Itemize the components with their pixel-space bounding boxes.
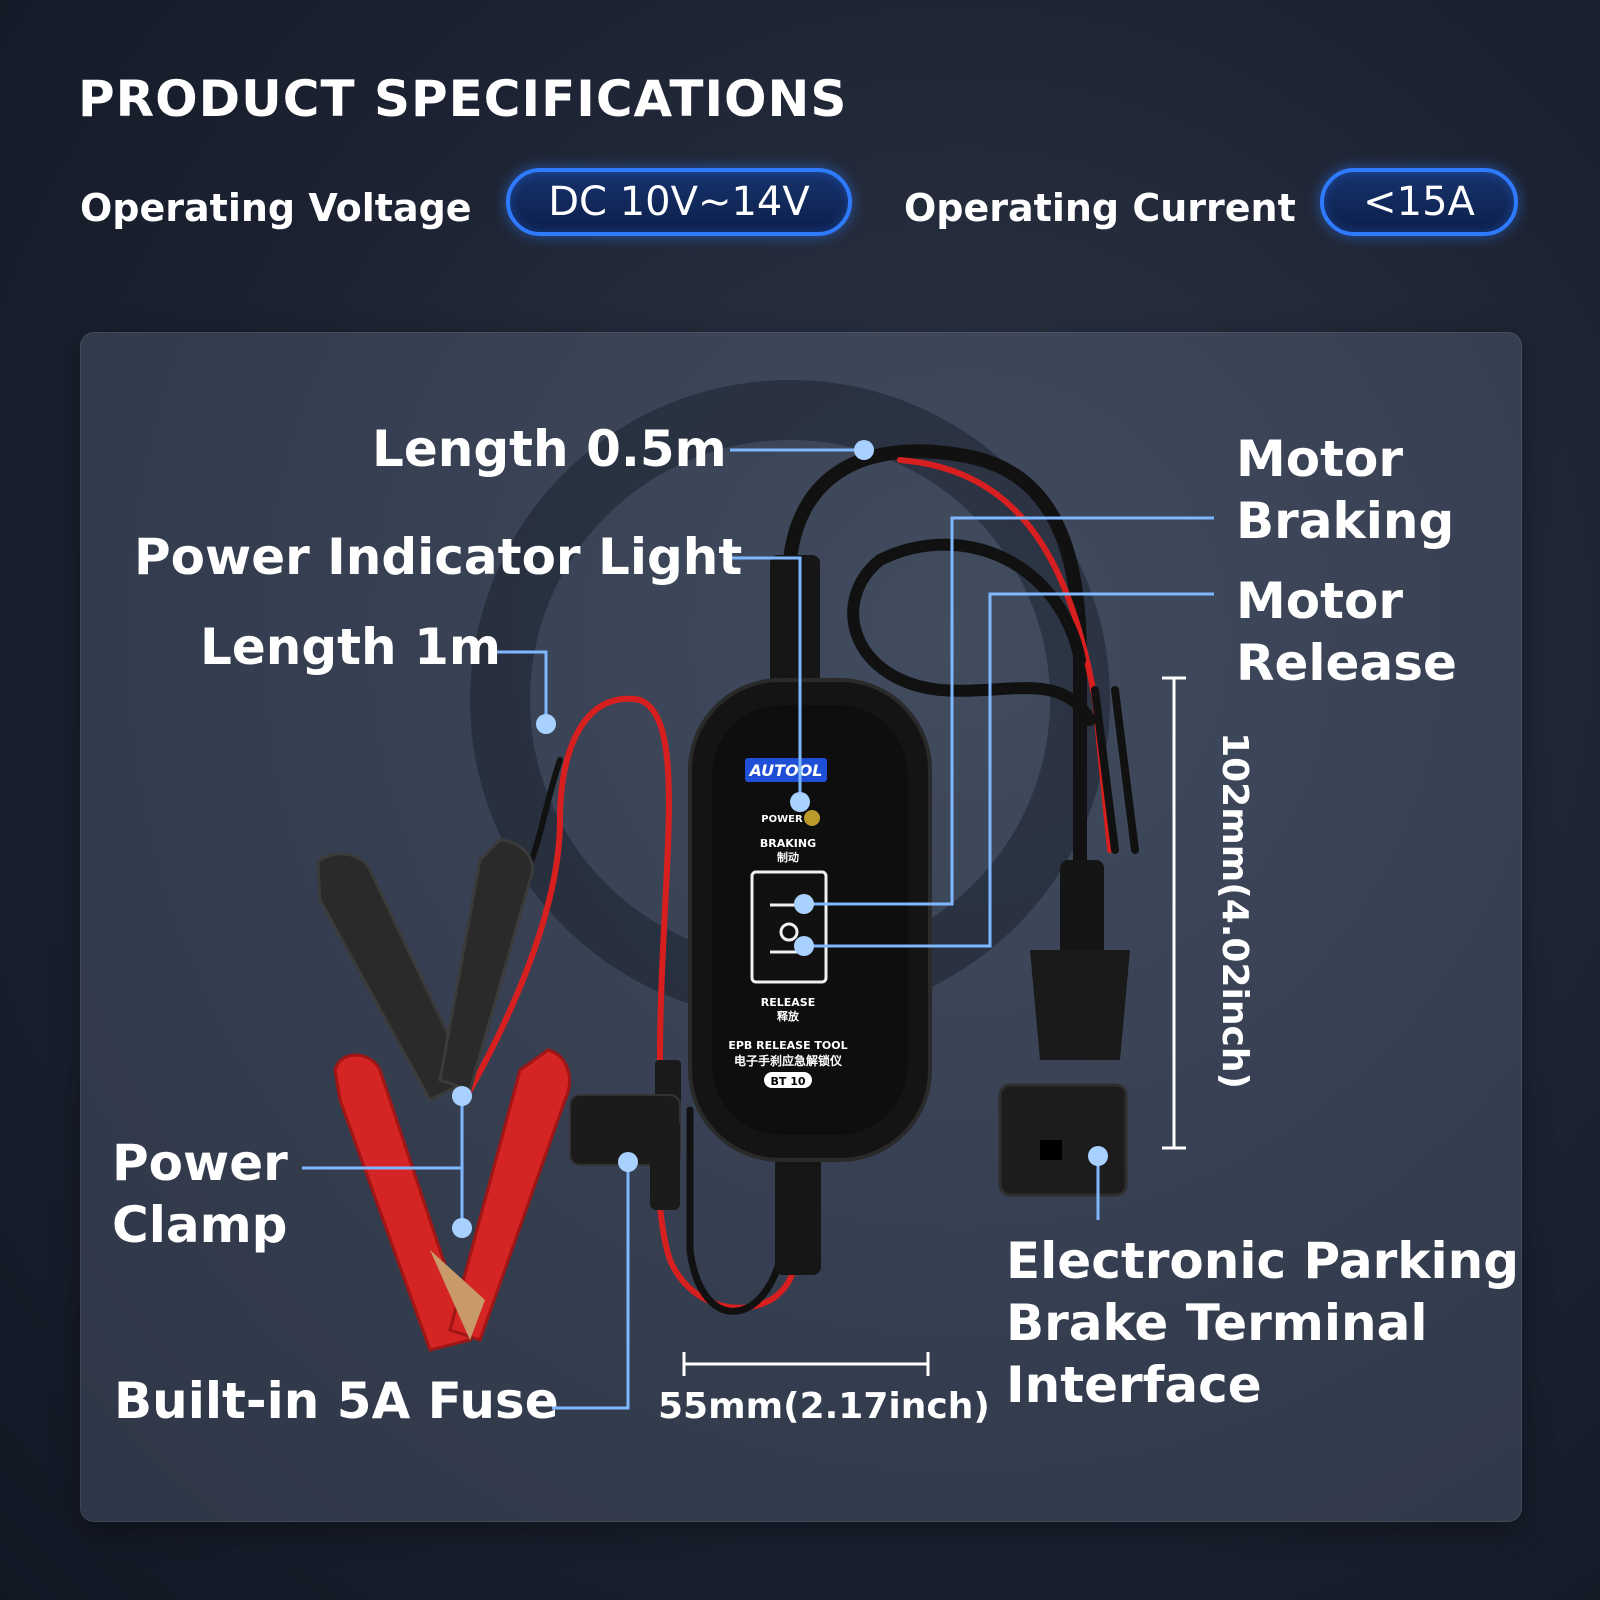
power-clamp-black <box>316 838 535 1102</box>
rocker-switch <box>750 870 828 984</box>
callout-fuse: Built-in 5A Fuse <box>114 1372 559 1430</box>
epb-connector <box>998 860 1130 1197</box>
callout-length-long: Length 1m <box>200 618 501 676</box>
callout-power-indicator: Power Indicator Light <box>134 528 743 586</box>
device-release-label: RELEASE <box>761 996 815 1009</box>
callout-epb-terminal: Electronic Parking Brake Terminal Interf… <box>1006 1232 1520 1414</box>
device-power-label: POWER <box>761 814 803 825</box>
spec-label-current: Operating Current <box>904 186 1296 230</box>
fuse-holder <box>569 1060 681 1210</box>
device-release-cn-label: 释放 <box>777 1009 800 1023</box>
epb-release-device <box>688 555 932 1275</box>
device-brand-text: AUTOOL <box>748 761 823 780</box>
brand-badge <box>745 758 827 782</box>
dimension-width-marker <box>682 1352 930 1376</box>
callout-power-clamp: Power Clamp <box>112 1134 288 1254</box>
device-model-badge: BT 10 <box>770 1075 805 1088</box>
spec-value-current: <15A <box>1320 168 1518 236</box>
device-braking-label: BRAKING <box>760 837 816 850</box>
dimension-width-label: 55mm(2.17inch) <box>658 1386 990 1427</box>
dimension-height-marker <box>1162 676 1186 1150</box>
callout-motor-release: Motor Release <box>1236 572 1457 692</box>
device-product-name: EPB RELEASE TOOL <box>728 1039 847 1052</box>
spec-label-voltage: Operating Voltage <box>80 186 472 230</box>
power-clamp-red <box>333 1048 571 1352</box>
callout-length-short: Length 0.5m <box>372 420 727 478</box>
spec-value-voltage: DC 10V~14V <box>506 168 852 236</box>
power-led <box>804 810 820 826</box>
dimension-height-label: 102mm(4.02inch) <box>1213 732 1255 1089</box>
leader-dots <box>452 440 1108 1238</box>
device-braking-cn-label: 制动 <box>777 850 799 864</box>
page-title: PRODUCT SPECIFICATIONS <box>78 70 848 128</box>
leader-lines <box>302 448 1214 1410</box>
device-product-name-cn: 电子手刹应急解锁仪 <box>734 1053 843 1068</box>
callout-motor-braking: Motor Braking <box>1236 430 1455 550</box>
